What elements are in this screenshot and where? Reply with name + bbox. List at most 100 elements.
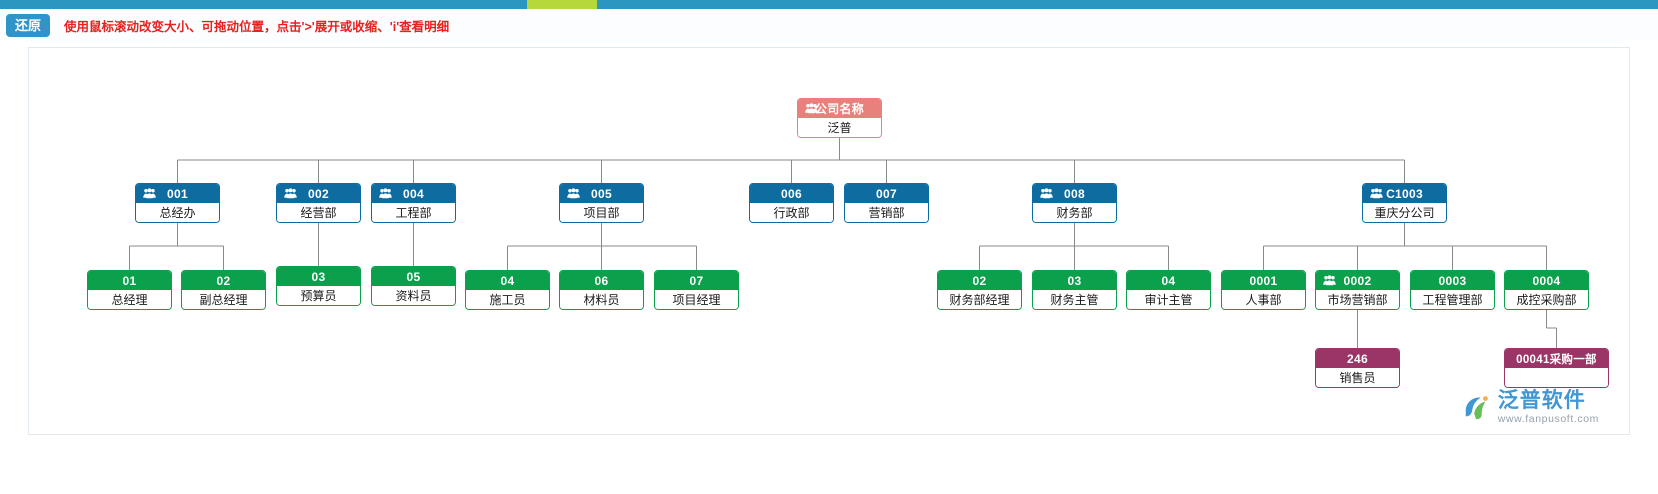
chart-toolbar: 还原 使用鼠标滚动改变大小、可拖动位置，点击'>'展开或收缩、'i'查看明细 [0,9,1658,41]
org-node-code-text: 04 [500,273,515,288]
org-node-code-text: 03 [1067,273,1082,288]
org-node-code-text: 005 [591,186,612,201]
org-node-code: 04 [1127,271,1210,290]
org-node-code: 001 [136,184,219,203]
org-node-code: 246 [1316,349,1399,368]
org-node-label: 项目部 [560,203,643,222]
org-node-label: 施工员 [466,290,549,309]
org-node-code-text: 004 [403,186,424,201]
org-node-007[interactable]: 007 营销部 [844,183,929,223]
org-node-C1003[interactable]: C1003 重庆分公司 [1362,183,1447,223]
people-icon [805,103,818,115]
people-icon [143,188,156,200]
people-icon [379,188,392,200]
org-node-code-text: 0003 [1438,273,1467,288]
org-node-code: 0002 [1316,271,1399,290]
org-node-code-text: 001 [167,186,188,201]
org-node-label: 财务部经理 [938,290,1021,309]
org-node-label: 工程管理部 [1411,290,1494,309]
restore-button[interactable]: 还原 [6,13,51,37]
org-node-00041[interactable]: 00041采购一部 [1504,348,1609,388]
org-node-0004[interactable]: 0004 成控采购部 [1504,270,1589,310]
org-node-04b[interactable]: 04 审计主管 [1126,270,1211,310]
org-node-008[interactable]: 008 财务部 [1032,183,1117,223]
org-node-code-text: 007 [876,186,897,201]
org-node-001[interactable]: 001 总经办 [135,183,220,223]
org-node-code: 0003 [1411,271,1494,290]
org-node-246[interactable]: 246 销售员 [1315,348,1400,388]
fanpu-logo-icon [1465,395,1488,419]
org-node-label: 销售员 [1316,368,1399,387]
org-node-code: 02 [938,271,1021,290]
org-node-code-text: 006 [781,186,802,201]
org-node-label: 财务部 [1033,203,1116,222]
org-node-code-text: 0002 [1343,273,1372,288]
org-node-006[interactable]: 006 行政部 [749,183,834,223]
org-node-code: 0001 [1222,271,1305,290]
org-node-01[interactable]: 01 总经理 [87,270,172,310]
org-node-label: 总经办 [136,203,219,222]
org-node-label: 材料员 [560,290,643,309]
org-node-code-text: 01 [122,273,137,288]
org-node-code-text: 00041采购一部 [1516,353,1597,366]
org-node-label: 重庆分公司 [1363,203,1446,222]
org-node-code: 公司名称 [798,99,881,118]
usage-hint-text: 使用鼠标滚动改变大小、可拖动位置，点击'>'展开或收缩、'i'查看明细 [64,19,450,34]
org-node-03a[interactable]: 03 预算员 [276,266,361,306]
org-node-label: 副总经理 [182,290,265,309]
people-icon [1323,275,1336,287]
org-node-code-text: 008 [1064,186,1085,201]
org-node-label: 泛普 [798,118,881,137]
org-node-label: 审计主管 [1127,290,1210,309]
people-icon [284,188,297,200]
connector-lines [128,136,1558,348]
org-node-02b[interactable]: 02 财务部经理 [937,270,1022,310]
org-node-code: 07 [655,271,738,290]
org-node-04a[interactable]: 04 施工员 [465,270,550,310]
org-node-root[interactable]: 公司名称泛普 [797,98,882,138]
org-node-code-text: C1003 [1386,186,1423,201]
org-node-label: 营销部 [845,203,928,222]
org-node-code: 03 [1033,271,1116,290]
org-node-label: 成控采购部 [1505,290,1588,309]
org-node-label: 项目经理 [655,290,738,309]
people-icon [567,188,580,200]
org-node-code-text: 246 [1347,351,1368,366]
org-node-code: 00041采购一部 [1505,349,1608,368]
org-node-label: 预算员 [277,286,360,305]
org-node-code: 004 [372,184,455,203]
org-node-code: 007 [845,184,928,203]
org-node-code-text: 02 [972,273,987,288]
org-node-code: 01 [88,271,171,290]
org-node-code-text: 0004 [1532,273,1561,288]
org-node-code: 005 [560,184,643,203]
org-node-code-text: 002 [308,186,329,201]
org-node-code: C1003 [1363,184,1446,203]
org-node-code: 006 [750,184,833,203]
org-node-005[interactable]: 005 项目部 [559,183,644,223]
org-node-label: 人事部 [1222,290,1305,309]
people-icon [1370,188,1383,200]
org-node-code-text: 03 [311,269,326,284]
org-node-label: 行政部 [750,203,833,222]
org-node-code: 04 [466,271,549,290]
org-node-code: 05 [372,267,455,286]
org-node-code: 03 [277,267,360,286]
org-node-code-text: 04 [1161,273,1176,288]
org-node-0003[interactable]: 0003 工程管理部 [1410,270,1495,310]
org-node-label [1505,368,1608,387]
org-node-code: 06 [560,271,643,290]
org-node-label: 总经理 [88,290,171,309]
